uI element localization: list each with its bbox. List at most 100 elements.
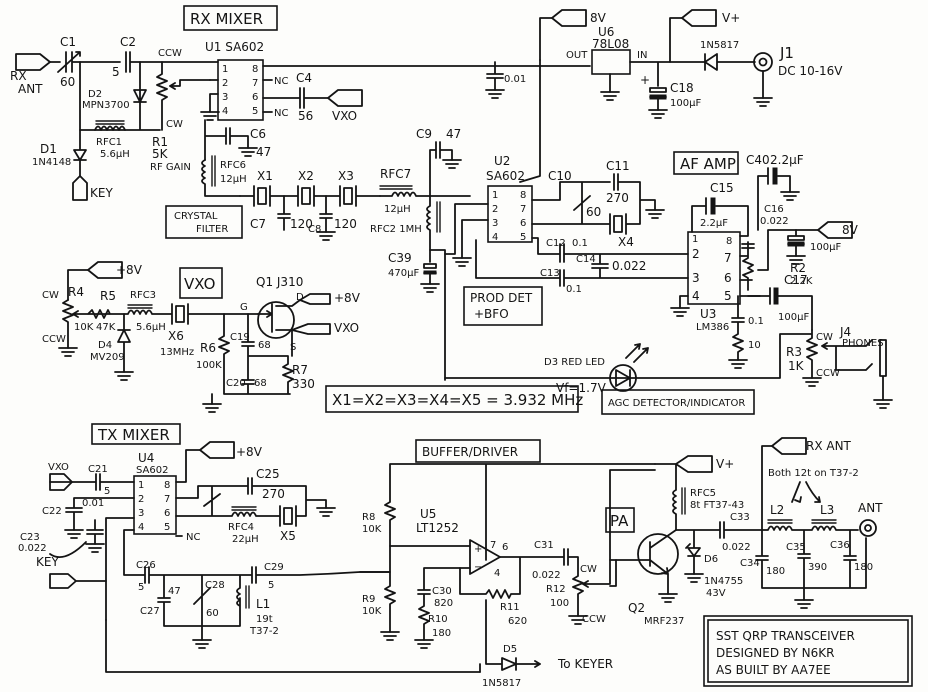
x4-ref: X4: [618, 235, 634, 249]
vxo-tx-port[interactable]: [49, 473, 73, 491]
vplus-top-port[interactable]: [681, 9, 717, 27]
c31-value: 0.022: [532, 570, 561, 581]
c33-ref: C33: [730, 512, 750, 523]
u2-pin6: 6: [520, 218, 526, 229]
u4-input-wire: [65, 497, 135, 621]
c12-ref: C12: [546, 238, 566, 249]
c19-value: 68: [258, 340, 271, 351]
d5-ref: D5: [503, 644, 517, 655]
c15-wire: [691, 197, 749, 237]
q1-vxo-label: VXO: [334, 321, 359, 335]
prod-det-label-1: PROD DET: [470, 291, 533, 305]
q1-ref: Q1 J310: [256, 275, 303, 289]
r8-ref: R8: [362, 512, 375, 523]
v8-top-port[interactable]: [551, 9, 587, 27]
rfc5-ref: RFC5: [690, 488, 716, 499]
r3-ccw: CCW: [816, 368, 840, 379]
r4-gnd: [58, 347, 78, 357]
q1-symbol: [257, 299, 301, 357]
c17-ref: C17: [784, 273, 808, 287]
buffer-supply-wire: [384, 463, 656, 561]
rfc5-value: 8t FT37-43: [690, 500, 744, 511]
af-amp-box: [673, 151, 739, 175]
title-block: SST QRP TRANSCEIVER DESIGNED BY N6KR AS …: [703, 615, 913, 687]
u6-gnd: [600, 91, 620, 101]
u4-pin6: 6: [164, 508, 170, 519]
tx-mixer-section: TX MIXER VXO C21 5 U4 SA602 1 2 3 4 8 7 …: [18, 423, 481, 673]
c22-ref: C22: [42, 506, 62, 517]
prod-det-label-2: +BFO: [474, 307, 509, 321]
l1-value: 19t: [256, 614, 273, 625]
d2-value: MPN3700: [82, 100, 130, 111]
c8-value: 120: [334, 217, 357, 231]
x2-ref: X2: [298, 169, 314, 183]
rfc7-value: 12µH: [384, 204, 411, 215]
tx-bfo-gnd: [316, 507, 336, 517]
u5-value: LT1252: [416, 521, 459, 535]
bfo-gnd: [645, 209, 665, 219]
j4-jack[interactable]: [879, 339, 887, 401]
vplus-pa-label: V+: [716, 457, 734, 471]
ant-jack[interactable]: [859, 519, 877, 537]
ant-jack-center: [864, 524, 872, 532]
rx-mixer-label: RX MIXER: [190, 10, 263, 28]
q2-base-wire: [609, 559, 617, 587]
key-line-wire: [105, 619, 481, 673]
c31-ref: C31: [534, 540, 554, 551]
c28-value: 60: [206, 608, 219, 619]
u4-pin4: 4: [138, 522, 144, 533]
rfc1-coil: [94, 125, 126, 131]
c26-value: 5: [138, 582, 144, 593]
buffer-driver-label: BUFFER/DRIVER: [422, 445, 518, 459]
r3-ref: R3: [786, 345, 802, 359]
c18-value: 100µF: [670, 98, 701, 109]
u3-pin7: 7: [724, 251, 732, 265]
c18-plate: [649, 94, 667, 100]
v8-tx-label: +8V: [236, 445, 263, 459]
rfc6-value: 12µH: [220, 174, 247, 185]
q1-s: S: [290, 342, 296, 353]
vxo-label: VXO: [184, 275, 215, 293]
rfc6-ref: RFC6: [220, 160, 246, 171]
rx-input-wire: [49, 51, 219, 73]
key-tx-port[interactable]: [49, 573, 107, 589]
rx-ant-pa-port[interactable]: [771, 437, 807, 455]
r9-gnd: [380, 631, 400, 641]
l1-core-label: T37-2: [249, 626, 279, 637]
j1-jack[interactable]: [753, 52, 773, 72]
vxo-c4-port[interactable]: [327, 89, 363, 107]
c23-value: 0.022: [18, 543, 47, 554]
c29-value: 5: [268, 580, 274, 591]
c9-gnd: [442, 159, 462, 169]
r3-cw: CW: [816, 332, 833, 343]
c29-ref: C29: [264, 562, 284, 573]
rfc2-ref: RFC2 1MH: [370, 224, 422, 235]
title-line-3: AS BUILT BY AA7EE: [716, 663, 831, 677]
r2-value: 2.2K: [790, 276, 813, 287]
j4-value: PHONES: [842, 338, 884, 349]
c35-ref: C35: [786, 542, 806, 553]
ant-label: ANT: [858, 501, 883, 515]
rx-ant-pa-label: RX ANT: [806, 439, 852, 453]
j4-ref: J4: [839, 325, 851, 339]
key-rx-port[interactable]: [72, 175, 88, 201]
r6-value: 100K: [196, 360, 222, 371]
input-diode: [704, 53, 756, 71]
u3-ref: U3: [700, 307, 716, 321]
q2-value: MRF237: [644, 616, 684, 627]
title-line-2: DESIGNED BY N6KR: [716, 646, 834, 660]
lowpass-wire: [755, 525, 867, 601]
x5-ref: X5: [280, 529, 296, 543]
v8-tx-port[interactable]: [199, 441, 235, 459]
c20-ref: C20: [226, 378, 246, 389]
u4-nc: NC: [186, 532, 200, 543]
prod-det-section: C9 47 RFC7 12µH RFC2 1MH C39 470µF U2 SA…: [370, 127, 689, 381]
u3-pin6: 6: [724, 271, 732, 285]
r7-ref: R7: [292, 363, 308, 377]
rx-ant-port[interactable]: [15, 53, 51, 71]
d3-led: [609, 364, 637, 392]
c40-ref: C40: [746, 153, 770, 167]
v8-af-label: 8V: [842, 223, 859, 237]
pa-label: PA: [610, 512, 629, 530]
rfc3-value: 5.6µH: [136, 322, 166, 333]
